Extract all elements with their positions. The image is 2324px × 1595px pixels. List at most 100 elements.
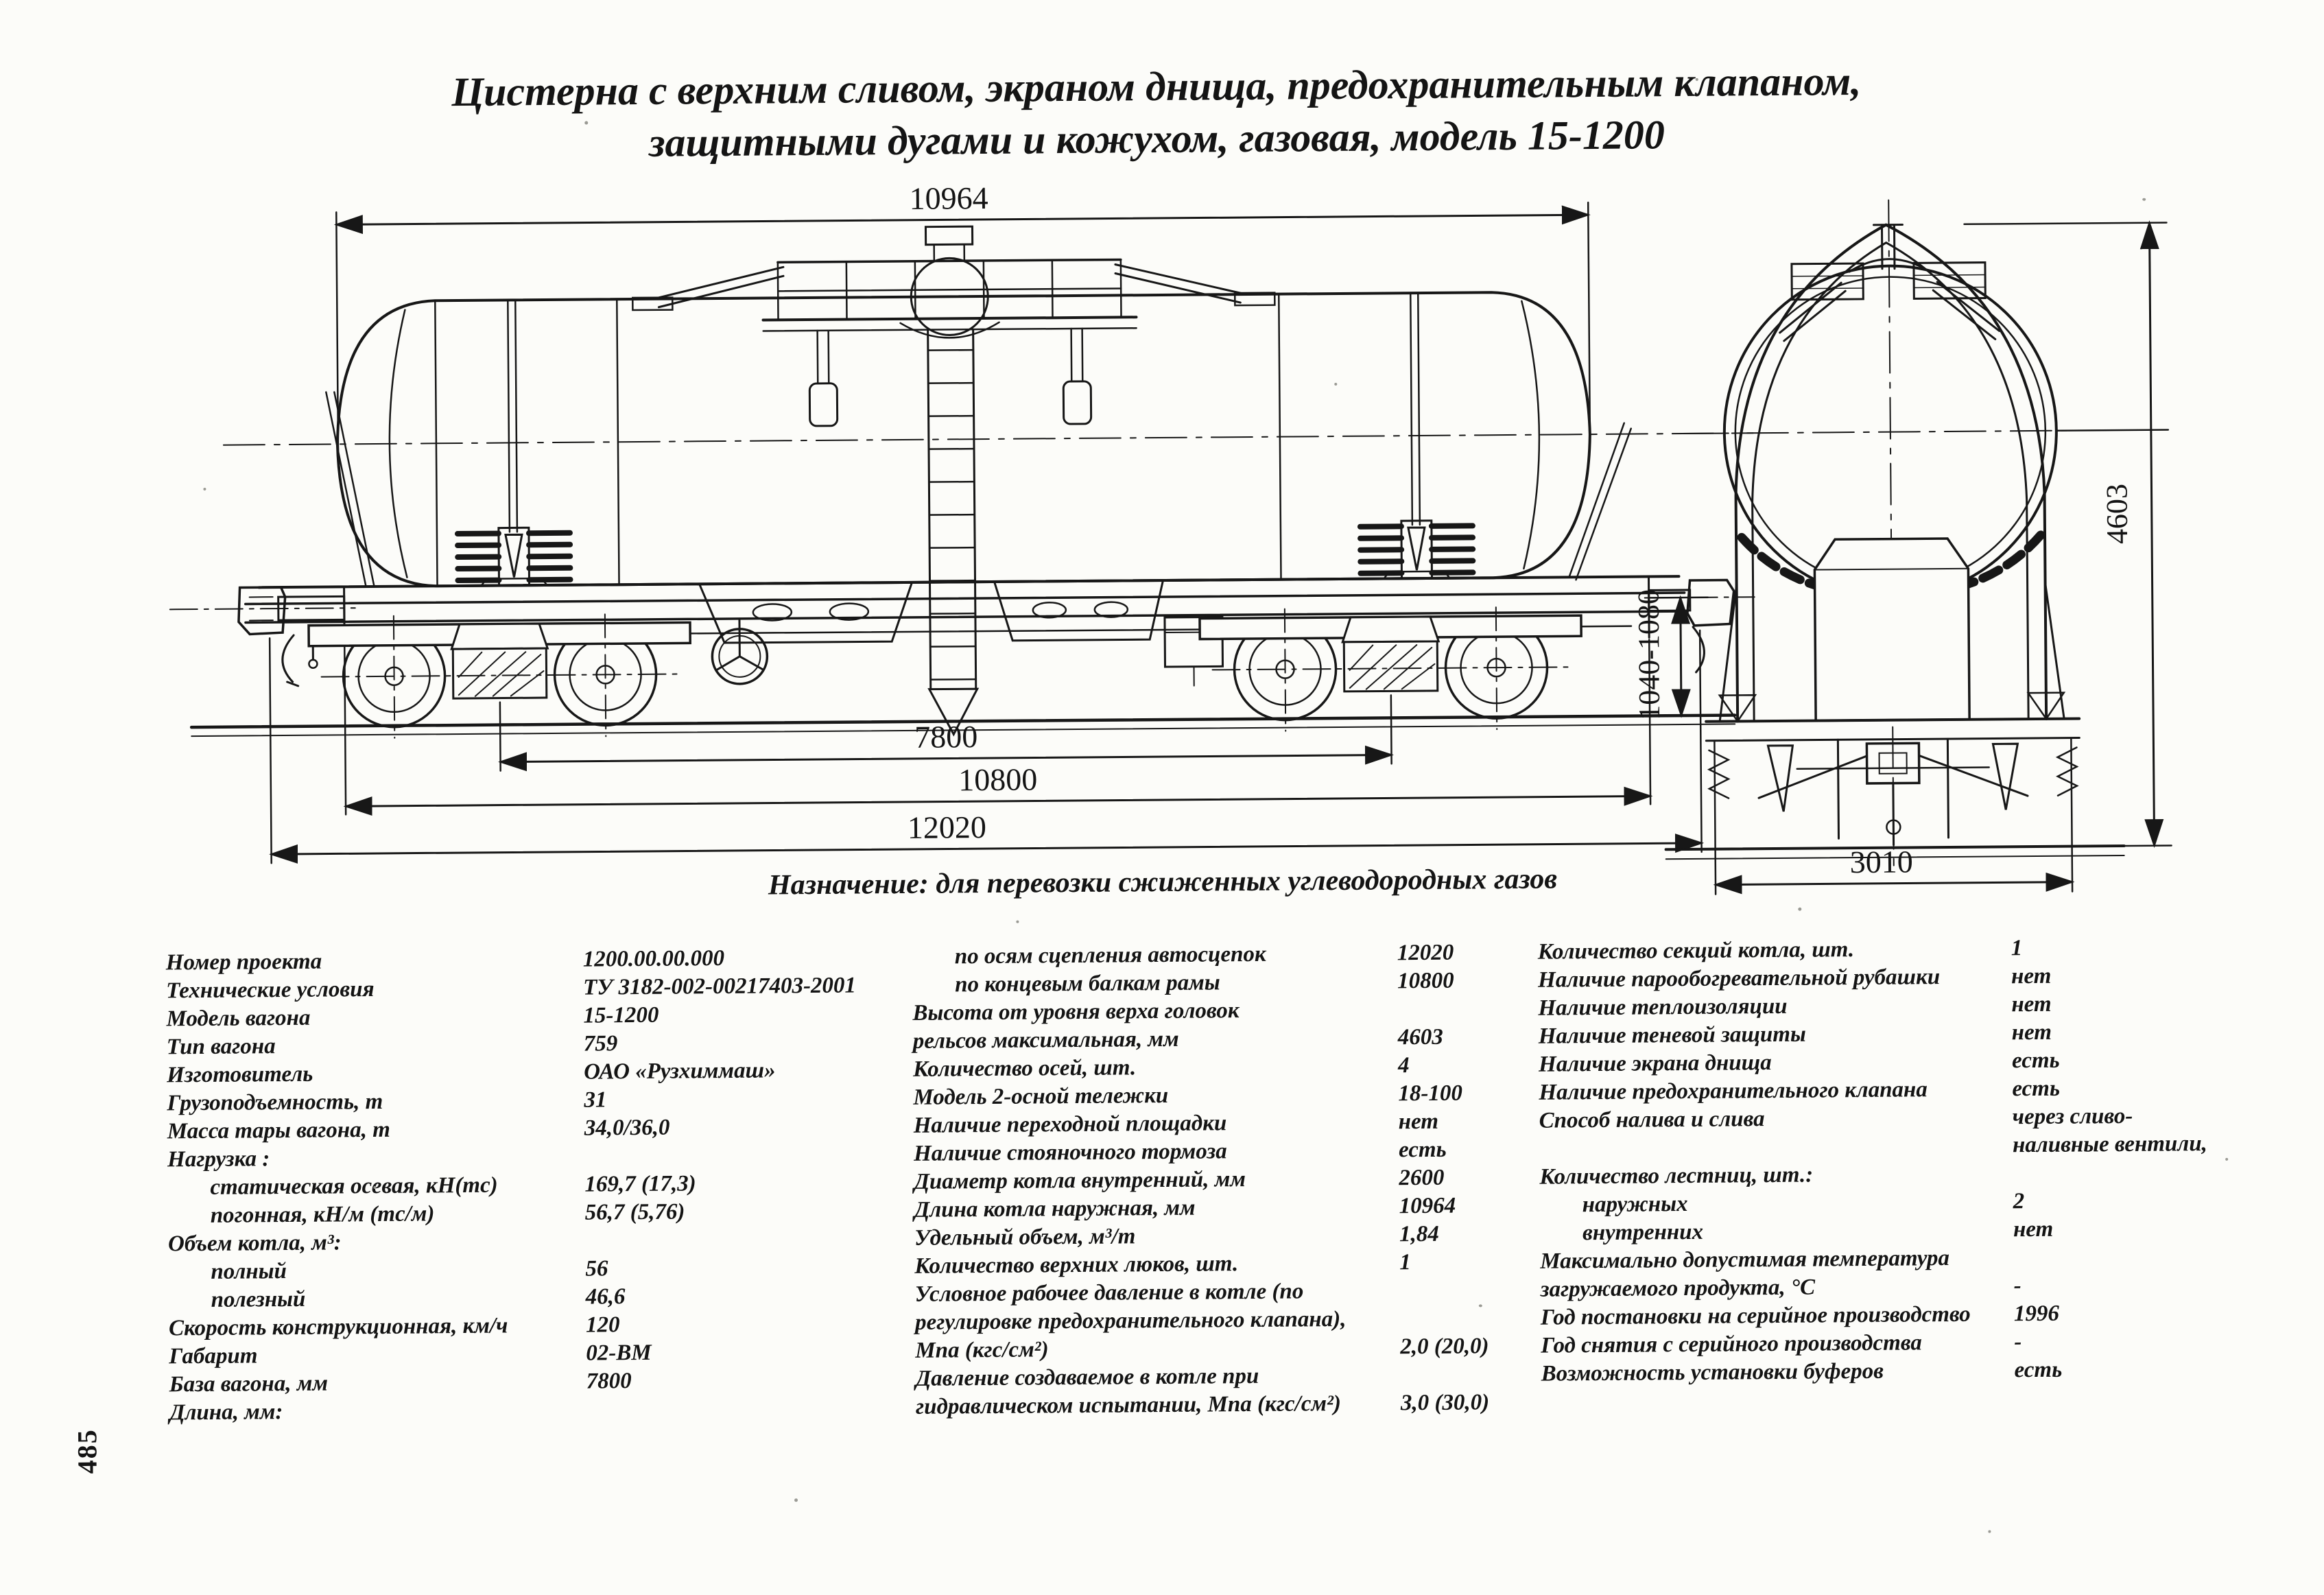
dim-tank-length: 10964	[909, 180, 988, 216]
spec-value	[1399, 1276, 1552, 1305]
spec-value: 02-ВМ	[586, 1340, 652, 1366]
spec-value: 1,84	[1399, 1221, 1439, 1247]
spec-value: 1200.00.00.000	[582, 946, 725, 972]
spec-row: Высота от уровня верха головок	[912, 995, 1550, 1028]
side-view-dimensions: 10964 7800 10800 12020 1040-1080	[268, 180, 1709, 864]
spec-value: 46,6	[585, 1284, 626, 1310]
spec-label: Давление создаваемое в котле при	[915, 1363, 1259, 1391]
spec-label: Наличие экрана днища	[1538, 1050, 1772, 1077]
spec-label: Наличие переходной площадки	[913, 1111, 1227, 1138]
spec-value: 3,0 (30,0)	[1400, 1390, 1490, 1416]
spec-row: регулировке предохранительного клапана),	[915, 1304, 1553, 1337]
page-number: 485	[71, 1428, 103, 1474]
spec-row: Диаметр котла внутренний, мм 2600	[914, 1163, 1552, 1196]
spec-label: Модель 2-осной тележки	[913, 1083, 1169, 1110]
spec-label: Год постановки на серийное производство	[1540, 1301, 1971, 1330]
spec-label: Номер проекта	[165, 949, 322, 976]
spec-label: Изготовитель	[166, 1061, 313, 1088]
spec-label: Условное рабочее давление в котле (по	[914, 1279, 1304, 1307]
spec-label: Количество секций котла, шт.	[1537, 937, 1855, 965]
spec-value: нет	[2011, 963, 2052, 989]
end-view	[1664, 199, 2126, 866]
spec-value: есть	[2012, 1076, 2061, 1102]
spec-label: Нагрузка :	[167, 1146, 270, 1172]
spec-label: загружаемого продукта, °С	[1540, 1275, 1816, 1302]
side-view	[169, 225, 1755, 740]
spec-value: 1	[2011, 936, 2023, 961]
spec-label: Наличие стояночного тормоза	[913, 1139, 1227, 1166]
spec-row: Наличие стояночного тормоза есть	[914, 1135, 1552, 1168]
spec-value: 169,7 (17,3)	[584, 1171, 696, 1197]
spec-row: Удельный объем, м³/т 1,84	[914, 1220, 1552, 1253]
spec-label: Наличие теневой защиты	[1538, 1021, 1806, 1049]
spec-label: Количество лестниц, шт.:	[1539, 1162, 1814, 1190]
spec-value	[584, 1140, 915, 1171]
spec-label: гидравлическом испытании, Мпа (кгс/см²)	[915, 1391, 1342, 1419]
spec-value	[585, 1225, 916, 1255]
spec-row: по концевым балкам рамы 10800	[912, 967, 1550, 1000]
spec-value: 7800	[586, 1369, 632, 1394]
spec-value: 2,0 (20,0)	[1400, 1334, 1489, 1360]
spec-row: рельсов максимальная, мм 4603	[913, 1023, 1551, 1056]
spec-label: Наличие предохранительного клапана	[1539, 1077, 1928, 1105]
spec-value: есть	[2011, 1048, 2060, 1074]
spec-label: Максимально допустимая температура	[1540, 1246, 1950, 1274]
spec-label: База вагона, мм	[169, 1371, 329, 1397]
spec-label: Возможность установки буферов	[1541, 1358, 1884, 1386]
spec-value: 120	[585, 1312, 620, 1338]
spec-label: Грузоподъемность, т	[167, 1089, 383, 1116]
spec-label: Габарит	[169, 1343, 258, 1369]
spec-value: нет	[2013, 1216, 2054, 1242]
spec-label: Длина, мм:	[169, 1399, 283, 1426]
spec-row: Наличие переходной площадки нет	[914, 1107, 1552, 1140]
spec-row: Мпа (кгс/см²) 2,0 (20,0)	[915, 1332, 1553, 1365]
spec-value: 10800	[1397, 968, 1454, 994]
spec-value: 15-1200	[583, 1002, 659, 1028]
spec-label: Год снятия с серийного производства	[1541, 1330, 1922, 1358]
spec-column-2: по осям сцепления автосцепок 12020 по ко…	[912, 938, 1554, 1421]
spec-value: 759	[583, 1031, 618, 1056]
spec-label: Мпа (кгс/см²)	[915, 1337, 1049, 1363]
spec-value: есть	[2014, 1357, 2063, 1383]
dim-bogie-base: 7800	[914, 719, 977, 755]
dim-coupler-height: 1040-1080	[1632, 589, 1666, 720]
spec-label: внутренних	[1582, 1219, 1704, 1246]
dim-frame-length: 10800	[958, 761, 1037, 797]
spec-value: 34,0/36,0	[584, 1115, 670, 1141]
spec-row: Длина, мм:	[169, 1393, 917, 1428]
spec-label: Количество верхних люков, шт.	[914, 1251, 1239, 1279]
end-view-dimensions: 3010 4603	[1713, 220, 2172, 895]
spec-value: -	[2014, 1330, 2022, 1355]
spec-value: 1996	[2013, 1301, 2060, 1327]
spec-column-3: Количество секций котла, шт. 1 Наличие п…	[1538, 932, 2323, 1389]
spec-row: гидравлическом испытании, Мпа (кгс/см²) …	[916, 1389, 1554, 1421]
spec-value: 4	[1397, 1053, 1410, 1078]
spec-label: Диаметр котла внутренний, мм	[914, 1167, 1246, 1194]
spec-value: 1	[1399, 1250, 1411, 1275]
spec-value: нет	[2011, 1019, 2052, 1045]
spec-value: 12020	[1397, 940, 1454, 966]
spec-value: 2	[2013, 1189, 2025, 1214]
spec-label: статическая осевая, кН(тс)	[210, 1172, 498, 1200]
spec-value: 18-100	[1398, 1080, 1463, 1107]
spec-value: 56,7 (5,76)	[584, 1199, 685, 1225]
spec-value: 31	[584, 1087, 607, 1113]
spec-label: Технические условия	[166, 977, 375, 1004]
spec-value: через сливо-	[2012, 1103, 2133, 1130]
spec-value: нет	[2011, 991, 2052, 1017]
spec-label: Длина котла наружная, мм	[914, 1195, 1196, 1222]
spec-label: Наличие парообогревательной рубашки	[1537, 965, 1941, 993]
spec-label: Способ налива и слива	[1539, 1107, 1765, 1133]
spec-value	[2013, 1157, 2321, 1188]
spec-label: Наличие теплоизоляции	[1538, 993, 1788, 1021]
page-title: Цистерна с верхним сливом, экраном днища…	[0, 51, 2319, 174]
spec-label: по осям сцепления автосцепок	[954, 941, 1266, 969]
spec-label: полезный	[211, 1286, 306, 1312]
spec-label: Объем котла, м³:	[167, 1230, 342, 1257]
spec-row: Количество осей, шт. 4	[913, 1051, 1551, 1084]
spec-column-1: Номер проекта 1200.00.00.000 Технические…	[166, 943, 917, 1428]
spec-row: по осям сцепления автосцепок 12020	[912, 938, 1550, 971]
spec-label: наружных	[1582, 1191, 1688, 1218]
